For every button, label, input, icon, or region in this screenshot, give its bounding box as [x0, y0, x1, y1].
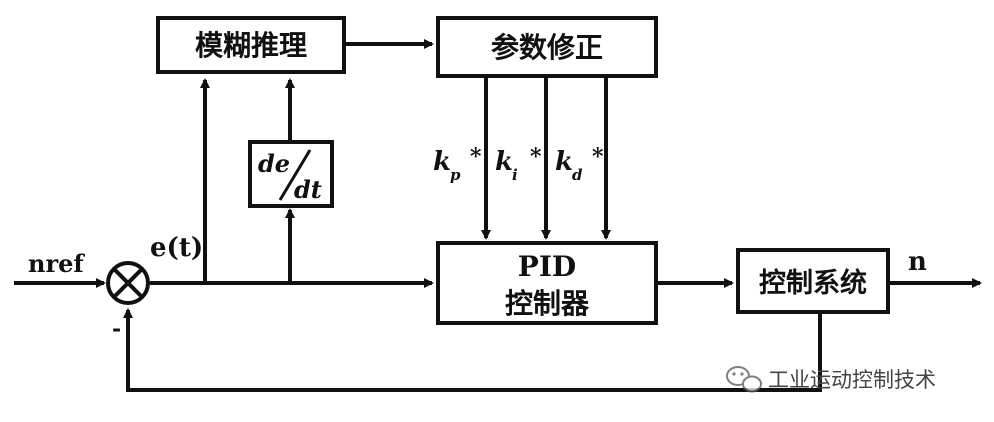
parameter-correction-label: 参数修正: [491, 31, 603, 64]
pid-controller-block: PID 控制器: [436, 241, 658, 325]
control-system-label: 控制系统: [759, 267, 867, 299]
derivative-numerator: de: [258, 149, 290, 178]
kp-subscript: p: [450, 166, 461, 184]
ki-star: *: [530, 144, 542, 170]
minus-sign: -: [112, 316, 121, 342]
summing-junction: [106, 261, 150, 305]
kd-subscript: d: [572, 166, 583, 184]
output-label: n: [908, 247, 927, 277]
pid-label: PID: [518, 250, 576, 283]
feedback-wire: [123, 308, 822, 392]
kd-star: *: [592, 144, 604, 170]
kp-symbol: k: [433, 147, 451, 177]
derivative-block: de dt: [248, 140, 334, 208]
ki-subscript: i: [512, 166, 518, 184]
error-label: e(t): [150, 233, 203, 263]
kp-star: *: [470, 144, 482, 170]
parameter-correction-block: 参数修正: [436, 16, 658, 78]
derivative-denominator: dt: [294, 175, 322, 204]
kd-symbol: k: [555, 147, 573, 177]
control-system-block: 控制系统: [736, 248, 890, 314]
fuzzy-inference-label: 模糊推理: [195, 29, 307, 62]
input-label: nref: [28, 249, 85, 278]
watermark-text: 工业运动控制技术: [768, 368, 936, 392]
fuzzy-inference-block: 模糊推理: [156, 16, 346, 74]
controller-label: 控制器: [505, 287, 590, 320]
wechat-icon: [726, 366, 762, 393]
ki-symbol: k: [495, 147, 513, 177]
